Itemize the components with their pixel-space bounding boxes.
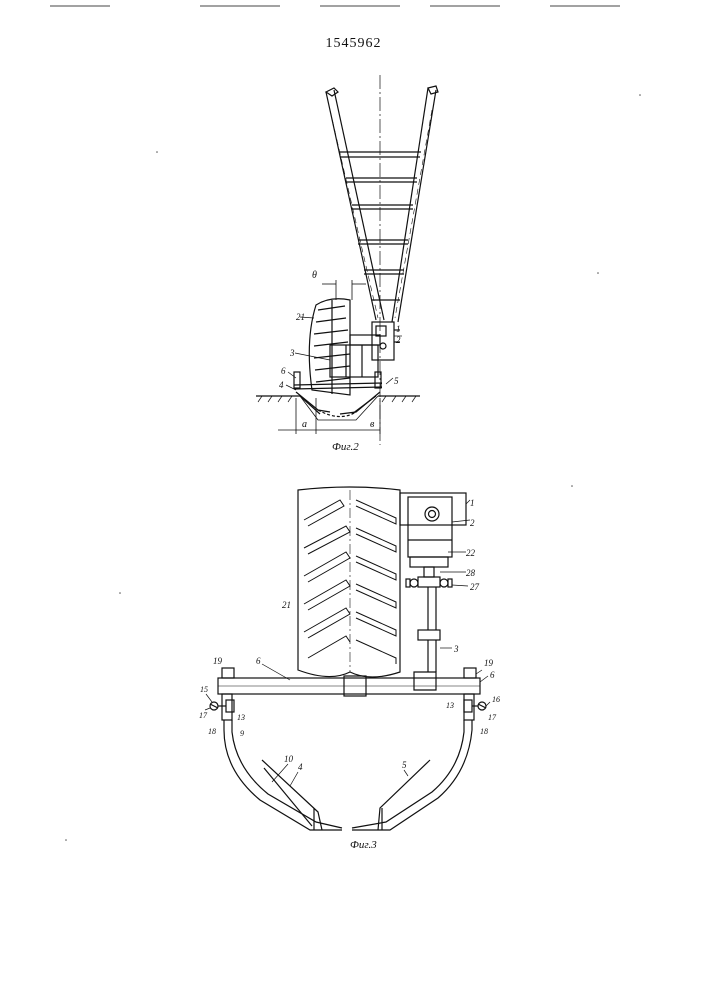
frame-ladder <box>326 86 438 322</box>
fig3-label-19-left: 19 <box>213 656 223 666</box>
fig3-leaders <box>205 500 490 786</box>
fig2-dim-theta: θ <box>312 270 317 281</box>
fig3-label-22: 22 <box>466 548 476 558</box>
scan-specks <box>65 94 641 841</box>
fig2-label-3: 3 <box>289 348 295 358</box>
fig3-label-3: 3 <box>453 644 459 654</box>
fig3-label-17-right: 17 <box>488 713 497 722</box>
fig3-label-13-left: 13 <box>237 713 245 722</box>
fig2-label-2: 2 <box>396 335 401 345</box>
fig3-label-21: 21 <box>282 600 291 610</box>
toolbar-6 <box>294 372 382 389</box>
tire-21-plan <box>298 487 400 677</box>
fig3-label-4: 4 <box>298 762 303 772</box>
post-22-3 <box>406 557 452 690</box>
left-clamp <box>210 694 234 720</box>
fig3-label-6-right: 6 <box>490 670 495 680</box>
fig2-label-1: 1 <box>396 324 401 334</box>
fig3-label-28: 28 <box>466 568 476 578</box>
fig3-caption: Фиг.3 <box>350 839 377 851</box>
share-5 <box>352 720 472 830</box>
fig2-dim-a: a <box>302 419 307 430</box>
fig2-label-21: 21 <box>296 312 305 322</box>
fig3-label-27: 27 <box>470 582 480 592</box>
fig3-label-10: 10 <box>284 754 294 764</box>
figure-3 <box>205 487 490 830</box>
fig3-label-18-right: 18 <box>480 727 488 736</box>
fig3-label-2: 2 <box>470 518 475 528</box>
fig3-label-5: 5 <box>402 760 407 770</box>
fig3-label-19-right: 19 <box>484 658 494 668</box>
fig3-label-6-left: 6 <box>256 656 261 666</box>
fig3-label-18-left: 18 <box>208 727 216 736</box>
fig2-dim-b: в <box>370 419 375 430</box>
fig3-label-16: 16 <box>492 695 500 704</box>
fig3-label-9: 9 <box>240 729 244 738</box>
fig3-label-15: 15 <box>200 685 208 694</box>
shares-4-5 <box>296 392 380 417</box>
fig2-label-4: 4 <box>279 380 284 390</box>
fig3-label-13-right: 13 <box>446 701 454 710</box>
fig2-caption: Фиг.2 <box>332 441 359 453</box>
fig2-label-5: 5 <box>394 376 399 386</box>
fig2-label-6: 6 <box>281 366 286 376</box>
right-clamp <box>464 694 486 720</box>
fig3-label-1: 1 <box>470 498 475 508</box>
fig3-label-17-left: 17 <box>199 711 208 720</box>
frame-1-bracket-2 <box>400 493 466 557</box>
